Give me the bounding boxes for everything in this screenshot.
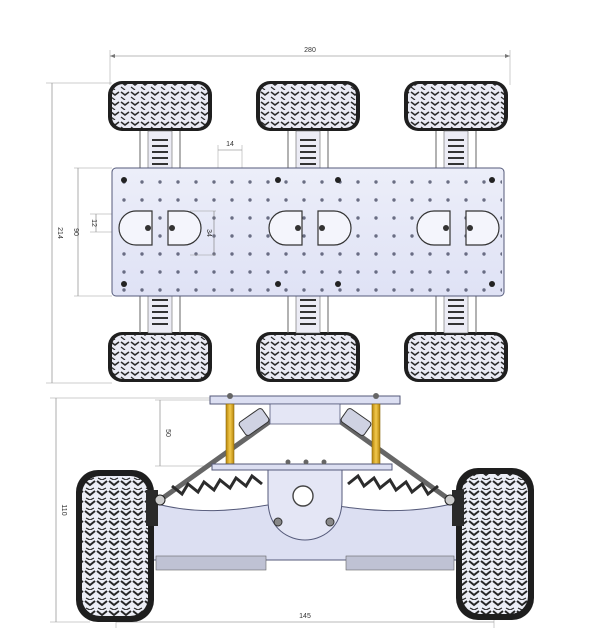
dimension-plate-depth: 90 (72, 167, 112, 297)
wheel-bottom-middle (256, 332, 360, 382)
wheel-top-left (108, 81, 212, 131)
shock-absorber-right (336, 408, 456, 506)
front-view: 110 50 145 (50, 393, 534, 628)
overall-depth-label: 214 (56, 227, 63, 239)
plate-depth-label: 90 (72, 228, 79, 236)
wheel-top-middle (256, 81, 360, 131)
wheel-top-right (404, 81, 508, 131)
wheel-bottom-right (404, 332, 508, 382)
suspension-bottom (139, 294, 477, 334)
suspension-top (139, 130, 477, 170)
total-height-label: 110 (60, 504, 67, 515)
shock-absorber-left (154, 408, 274, 506)
track-width-label: 145 (299, 613, 311, 620)
upper-frame (209, 393, 401, 471)
brass-post-right (371, 403, 381, 467)
chassis-plate: 34 (111, 167, 505, 297)
wheel-bottom-left (108, 332, 212, 382)
slot-spacing-label: 34 (205, 229, 212, 237)
brass-post-left (225, 403, 235, 467)
center-hub (267, 465, 343, 541)
wheel-front-left (76, 470, 158, 622)
slot-pair-right (416, 210, 500, 246)
slot-pair-middle (268, 210, 352, 246)
hole-offset-label: 12 (90, 219, 97, 227)
dimension-slot-spacing: 34 (190, 210, 216, 256)
dimension-total-height: 110 (50, 397, 210, 623)
wheel-front-right (452, 468, 534, 620)
post-height-label: 50 (164, 429, 171, 437)
slot-pair-left (118, 210, 202, 246)
top-view: 280 214 90 12 14 (46, 47, 511, 384)
dimension-post-height: 50 (155, 399, 215, 467)
dimension-overall-depth: 214 (46, 82, 112, 384)
overall-width-label: 280 (304, 47, 316, 54)
hole-pitch-label: 14 (226, 141, 234, 148)
dimension-overall-width: 280 (109, 47, 511, 85)
